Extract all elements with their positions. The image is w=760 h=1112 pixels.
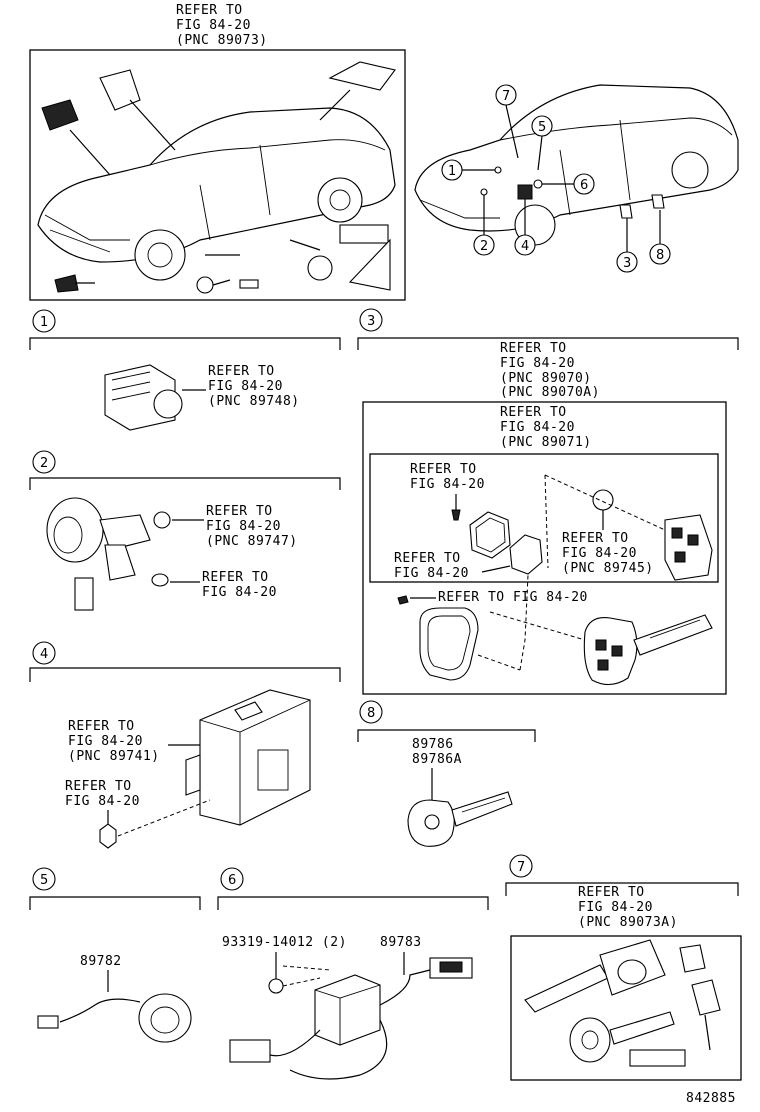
section-6-part-a: 93319-14012 (2) (222, 935, 347, 950)
section-4-nut-part (99, 823, 117, 849)
section-3-refer-outer-line-3: (PNC 89070) (500, 371, 592, 386)
section-2-refer-a-line-3: (PNC 89747) (206, 534, 298, 549)
section-6-screw-part (268, 978, 284, 994)
callout-2: 2 (473, 188, 495, 256)
section-1-switch-part (104, 364, 183, 431)
callout-8: 8 (649, 194, 671, 265)
section-3-refer-inner-line-1: REFER TO (500, 405, 567, 420)
section-2-refer-a-line-1: REFER TO (206, 504, 273, 519)
callout-7: 7 (495, 84, 519, 159)
section-7-refer-line-3: (PNC 89073A) (578, 915, 678, 930)
overview-refer-label: REFER TO FIG 84-20 (PNC 89073) (176, 3, 268, 48)
section-4-refer-b-line-2: FIG 84-20 (65, 794, 140, 809)
section-3-refer-screw-line-2: FIG 84-20 (410, 477, 485, 492)
section-3-outer-frame (362, 401, 727, 695)
section-3-refer-screw-line-1: REFER TO (410, 462, 477, 477)
callout-3: 3 (616, 204, 638, 273)
section-3-board-part (469, 511, 511, 559)
section-8: 8 89786 89786A (357, 700, 536, 847)
svg-text:6: 6 (228, 873, 236, 888)
section-2-grommet-part (151, 573, 169, 587)
svg-text:7: 7 (502, 89, 510, 104)
svg-text:8: 8 (367, 706, 375, 721)
svg-text:5: 5 (538, 120, 546, 135)
section-5: 5 89782 (29, 867, 201, 1043)
section-7-refer-line-2: FIG 84-20 (578, 900, 653, 915)
section-6: 6 93319-14012 (2) 89783 (217, 867, 489, 1080)
section-7-refer-line-1: REFER TO (578, 885, 645, 900)
svg-text:1: 1 (448, 164, 456, 179)
section-3-refer-outer-line-4: (PNC 89070A) (500, 385, 600, 400)
section-8-part-a: 89786 (412, 737, 454, 752)
section-3-refer-outer-line-2: FIG 84-20 (500, 356, 575, 371)
svg-text:2: 2 (480, 239, 488, 254)
section-2: 2 REFER TO FIG 84-20 (PNC 89747) REFER T… (29, 450, 341, 611)
callout-1: 1 (441, 159, 502, 181)
section-3-refer-battery-line-3: (PNC 89745) (562, 561, 654, 576)
callout-4: 4 (514, 184, 536, 256)
section-4-refer-b-line-1: REFER TO (65, 779, 132, 794)
svg-text:5: 5 (40, 873, 48, 888)
section-3-case-part (509, 534, 543, 575)
section-6-switch-part (229, 957, 473, 1080)
svg-text:3: 3 (623, 256, 631, 271)
section-3-screw-part (451, 509, 461, 521)
svg-text:2: 2 (40, 456, 48, 471)
svg-text:7: 7 (517, 860, 525, 875)
section-3-refer-battery-line-2: FIG 84-20 (562, 546, 637, 561)
svg-text:4: 4 (40, 647, 48, 662)
section-3-battery-part (592, 489, 614, 511)
section-7-lock-set-part (524, 939, 721, 1067)
section-8-part-b: 89786A (412, 752, 462, 767)
section-3-refer-outer-line-1: REFER TO (500, 341, 567, 356)
callout-car-illustration (414, 84, 739, 246)
svg-text:8: 8 (656, 248, 664, 263)
section-1-refer-line-1: REFER TO (208, 364, 275, 379)
svg-text:6: 6 (580, 178, 588, 193)
section-3-screw-b-part (397, 595, 409, 605)
section-3-refer-case-line-1: REFER TO (394, 551, 461, 566)
overview-refer-line-3: (PNC 89073) (176, 33, 268, 48)
section-6-part-b: 89783 (380, 935, 422, 950)
section-3-transmitter-part (664, 514, 713, 581)
section-3-refer-inner-line-3: (PNC 89071) (500, 435, 592, 450)
section-4-refer-a-line-2: FIG 84-20 (68, 734, 143, 749)
section-2-refer-a-line-2: FIG 84-20 (206, 519, 281, 534)
overview-refer-line-2: FIG 84-20 (176, 18, 251, 33)
section-7-frame (510, 935, 742, 1081)
overview-car-illustration (37, 61, 396, 294)
section-3-key-part (583, 614, 713, 686)
section-5-coil-part (37, 993, 192, 1043)
svg-text:3: 3 (367, 314, 375, 329)
section-8-key-part (407, 791, 513, 847)
section-4: 4 REFER TO FIG 84-20 (PNC 89741) REFER T… (29, 641, 341, 849)
section-2-cylinder-part (46, 497, 171, 611)
section-4-refer-a-line-3: (PNC 89741) (68, 749, 160, 764)
section-4-ecu-part (185, 689, 311, 826)
callout-5: 5 (531, 115, 553, 171)
overview-frame (29, 49, 406, 301)
section-4-refer-a-line-1: REFER TO (68, 719, 135, 734)
section-2-refer-b-line-2: FIG 84-20 (202, 585, 277, 600)
section-3-refer-case-line-2: FIG 84-20 (394, 566, 469, 581)
diagram-number: 842885 (686, 1091, 736, 1106)
section-3-refer-battery-line-1: REFER TO (562, 531, 629, 546)
section-2-refer-b-line-1: REFER TO (202, 570, 269, 585)
section-5-part: 89782 (80, 954, 122, 969)
svg-text:1: 1 (40, 315, 48, 330)
section-3-cover-part (419, 607, 479, 681)
section-3-refer-inner-line-2: FIG 84-20 (500, 420, 575, 435)
overview-refer-line-1: REFER TO (176, 3, 243, 18)
section-7: 7 REFER TO FIG 84-20 (PNC 89073A) (505, 854, 742, 1081)
section-3: 3 REFER TO FIG 84-20 (PNC 89070) (PNC 89… (357, 308, 739, 695)
svg-text:4: 4 (521, 239, 529, 254)
section-1: 1 REFER TO FIG 84-20 (PNC 89748) (29, 309, 341, 431)
section-3-refer-bottom: REFER TO FIG 84-20 (438, 590, 588, 605)
section-1-refer-line-3: (PNC 89748) (208, 394, 300, 409)
callout-6: 6 (533, 173, 595, 195)
section-1-refer-line-2: FIG 84-20 (208, 379, 283, 394)
section-3-inner-frame (369, 453, 719, 583)
